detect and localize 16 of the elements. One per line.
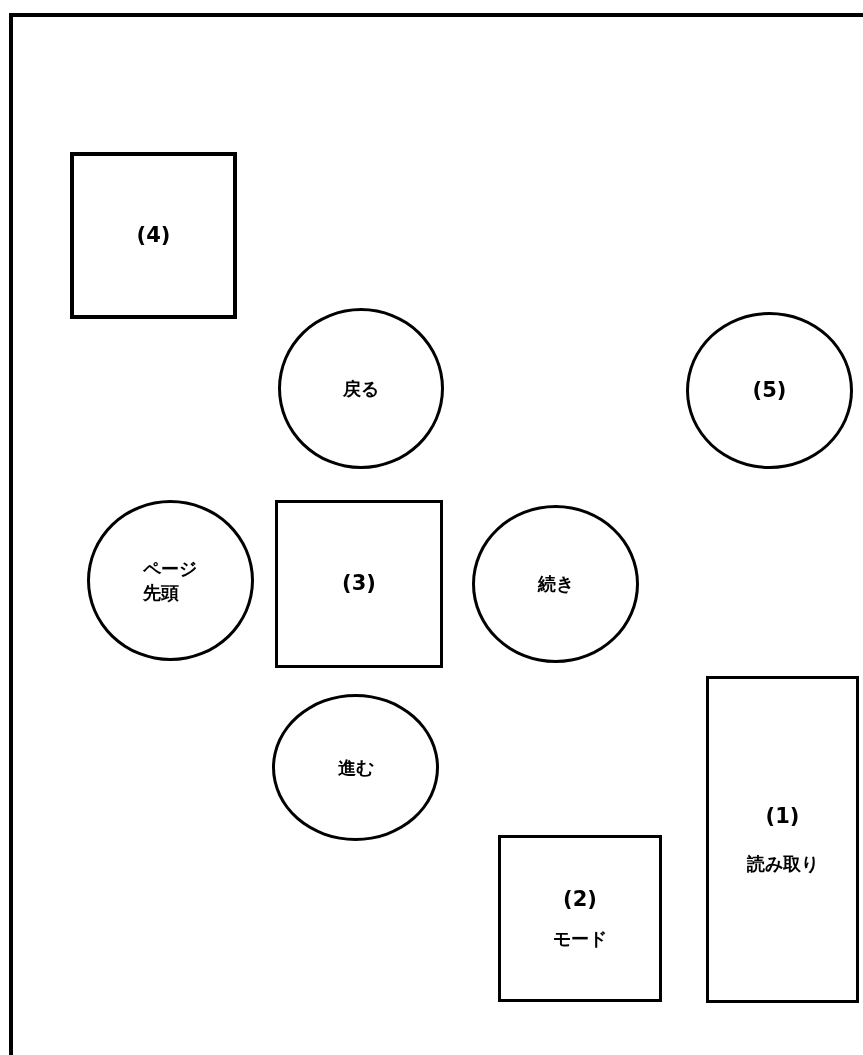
device-outline	[9, 13, 863, 1055]
button-label: 読み取り	[746, 852, 819, 876]
button-label: (1)	[765, 803, 800, 831]
button-label: モード	[553, 927, 607, 951]
outlined-box	[706, 676, 859, 1003]
button-label: 続き	[537, 572, 574, 596]
button-label: (3)	[342, 570, 376, 598]
outlined-box	[498, 835, 662, 1002]
button-label: 戻る	[343, 376, 379, 401]
button-label: (2)	[563, 886, 597, 914]
outlined-box	[70, 152, 237, 319]
button-label: (5)	[752, 376, 787, 404]
outlined-box	[275, 500, 443, 668]
button-label: (4)	[136, 221, 171, 249]
button-label: ページ先頭	[142, 557, 198, 604]
button-label: 進む	[337, 755, 374, 780]
